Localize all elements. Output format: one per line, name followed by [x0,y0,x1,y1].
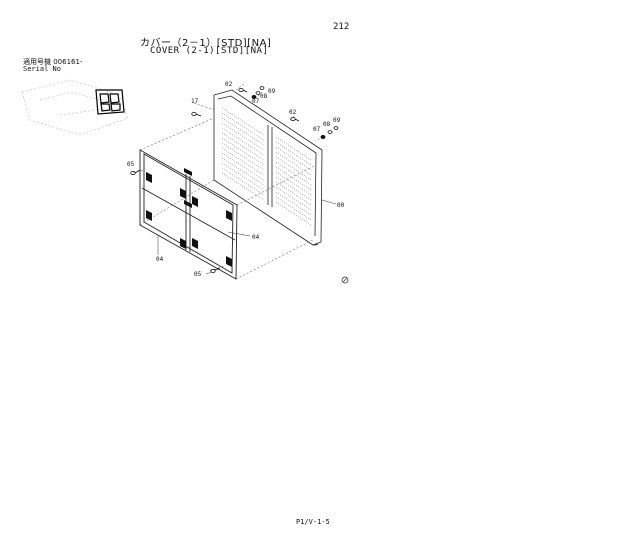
page-number: 212 [333,22,350,32]
callout-02-top: 02 [225,81,233,88]
washer-09-top-icon [259,86,265,90]
callout-02-right: 02 [289,109,297,116]
bolt-17-icon [191,112,202,117]
washer-09-right-icon [333,126,339,130]
serial-label-english: Serial No [23,65,61,73]
leader-lines [157,199,337,275]
callout-00: 00 [337,202,345,209]
screw-05-bottom-icon [210,267,221,273]
page-title-japanese: カバー（2－1）[STD][NA] [140,38,272,49]
callout-05-bottom: 05 [194,271,202,278]
callout-07-right: 07 [313,126,321,133]
callout-labels: 17 02 09 08 07 02 09 08 07 00 04 04 05 0… [127,81,345,278]
callout-17: 17 [191,98,199,105]
filter-pads [146,168,232,267]
nut-07-right-icon [320,134,326,139]
washer-08-top-icon [255,91,261,95]
machine-thumbnail [21,79,129,136]
callout-07-top: 07 [252,98,260,105]
callout-04-left: 04 [156,256,164,263]
nut-07-top-icon [251,95,257,100]
callout-04-center: 04 [252,234,260,241]
screw-05-left-icon [130,169,141,175]
callout-08-top: 08 [260,93,268,100]
callout-09-top: 09 [268,88,276,95]
perforated-cover-panel [213,89,323,246]
page-title-english: COVER (2-1)[STD][NA] [150,46,269,56]
thumbnail-cover-highlight [95,89,125,115]
callout-05-left: 05 [127,161,135,168]
fasteners [130,86,339,273]
callout-08-right: 08 [323,121,331,128]
footer-page-code: P1/V-1-5 [296,518,330,526]
perforation-pattern [221,107,312,226]
washer-08-right-icon [327,130,333,134]
callout-09-right: 09 [333,117,341,124]
reference-mark-icon [341,276,349,284]
bolt-02-right-icon [290,117,300,122]
filter-frame [139,149,238,280]
serial-label-japanese: 適用号機 006161- [23,58,83,66]
bolt-02-top-icon [238,88,248,93]
